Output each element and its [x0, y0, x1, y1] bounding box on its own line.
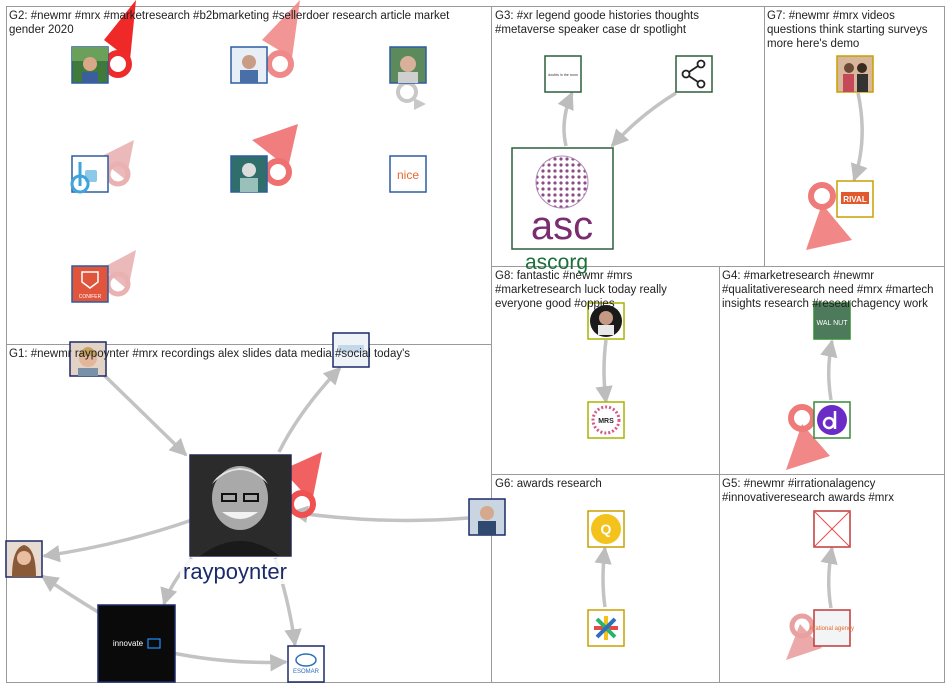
node-innovate-logo[interactable]: innovate: [97, 604, 176, 683]
node-g2-nice-logo[interactable]: nice: [389, 155, 427, 193]
esomar-logo-text: ESOMAR: [293, 669, 320, 675]
edge-g4-d-to-walnut: [820, 339, 838, 401]
node-g8-mrs-logo[interactable]: MRS: [587, 401, 625, 439]
mrs-logo-text: MRS: [598, 418, 614, 425]
node-raypoynter[interactable]: [189, 454, 292, 557]
raypoynter-label: raypoynter: [180, 559, 290, 585]
self-loop-g2-b: [262, 0, 300, 78]
group-label-g4: G4: #marketresearch #newmr #qualitativer…: [722, 270, 934, 310]
node-g3-doubts-logo[interactable]: doubts in the room: [544, 55, 582, 93]
group-label-g2: G2: #newmr #mrx #marketresearch #b2bmark…: [9, 10, 450, 36]
nice-logo-text: nice: [397, 168, 419, 182]
node-g2-person-3[interactable]: [389, 46, 427, 84]
group-label-g6: G6: awards research: [495, 478, 602, 490]
group-boxes: [6, 6, 945, 683]
node-g2-conifer-logo[interactable]: CONIFER: [71, 265, 109, 303]
node-esomar-logo[interactable]: ESOMAR: [287, 645, 325, 683]
group-label-g5: G5: #newmr #irrationalagency #innovative…: [722, 478, 894, 504]
node-g1-left-person[interactable]: [5, 540, 43, 578]
node-g1-right-person[interactable]: [468, 498, 506, 536]
node-g5-x-image[interactable]: [813, 510, 851, 548]
self-loop-g7: [806, 182, 852, 250]
edge-hub-to-left-person: [42, 518, 193, 563]
doubts-logo-text: doubts in the room: [548, 73, 578, 77]
asc-logo-text: asc: [531, 204, 593, 248]
group-label-g8: G8: fantastic #newmr #mrs #marketresearc…: [495, 270, 667, 310]
node-g2-person-4[interactable]: [230, 155, 268, 193]
edge-g3-share-to-asc: [610, 91, 677, 148]
group-box-g5: [719, 474, 945, 683]
self-loop-g4: [786, 404, 830, 470]
node-g3-share-icon[interactable]: [675, 55, 713, 93]
nodes: nice CONIFER doubts in the room asc: [5, 46, 874, 683]
group-label-g7: G7: #newmr #mrx videos questions think s…: [767, 10, 928, 50]
innovate-logo-text: innovate: [113, 639, 144, 648]
ascorg-label: ascorg: [525, 251, 589, 274]
node-g2-person-2[interactable]: [230, 46, 268, 84]
node-g7-couple[interactable]: [836, 55, 874, 93]
edge-g7-couple-to-rival: [850, 92, 868, 182]
node-g1-topright-image[interactable]: [332, 332, 370, 368]
node-g2-b-logo[interactable]: [70, 155, 109, 194]
edge-g8-bidirectional: [595, 339, 613, 404]
rival-logo-text: RIVAL: [843, 195, 867, 204]
raypoynter-label-text: raypoynter: [180, 559, 290, 584]
node-g4-walnut-logo[interactable]: WAL NUT: [813, 302, 851, 340]
self-loop-g2-c: [396, 81, 426, 110]
edge-g5-irrational-to-x: [820, 546, 838, 609]
node-g8-person[interactable]: [587, 302, 625, 340]
edge-g1-right-to-hub: [290, 505, 469, 523]
edge-g1-top-to-hub: [102, 373, 188, 457]
node-g2-person-1[interactable]: [71, 46, 109, 84]
edge-g6-star-to-q: [594, 546, 612, 608]
walnut-logo-text: WAL NUT: [817, 320, 849, 327]
node-g3-asc-logo[interactable]: asc: [511, 147, 614, 250]
irrational-logo-text: irrational agency: [810, 626, 854, 632]
node-g5-irrational-logo[interactable]: irrational agency: [810, 609, 854, 647]
group-label-g3: G3: #xr legend goode histories thoughts …: [495, 10, 699, 36]
q-glyph: Q: [601, 521, 612, 537]
node-g1-top-person[interactable]: [69, 341, 107, 377]
edge-hub-to-g1-topright: [277, 366, 342, 453]
node-g6-q-logo[interactable]: Q: [587, 510, 625, 548]
group-label-g1: G1: #newmr raypoynter #mrx recordings al…: [9, 348, 411, 360]
self-loop-g5: [786, 613, 822, 660]
node-g6-star-logo[interactable]: [587, 609, 625, 647]
node-g4-d-logo[interactable]: [813, 401, 851, 439]
edges: [40, 91, 868, 672]
conifer-logo-text: CONIFER: [79, 294, 102, 300]
node-g7-rival-logo[interactable]: RIVAL: [836, 180, 874, 218]
edge-asc-to-g3-doubts: [557, 91, 574, 147]
edge-innovate-to-left-person: [40, 574, 99, 614]
group-box-g6: [491, 474, 720, 683]
